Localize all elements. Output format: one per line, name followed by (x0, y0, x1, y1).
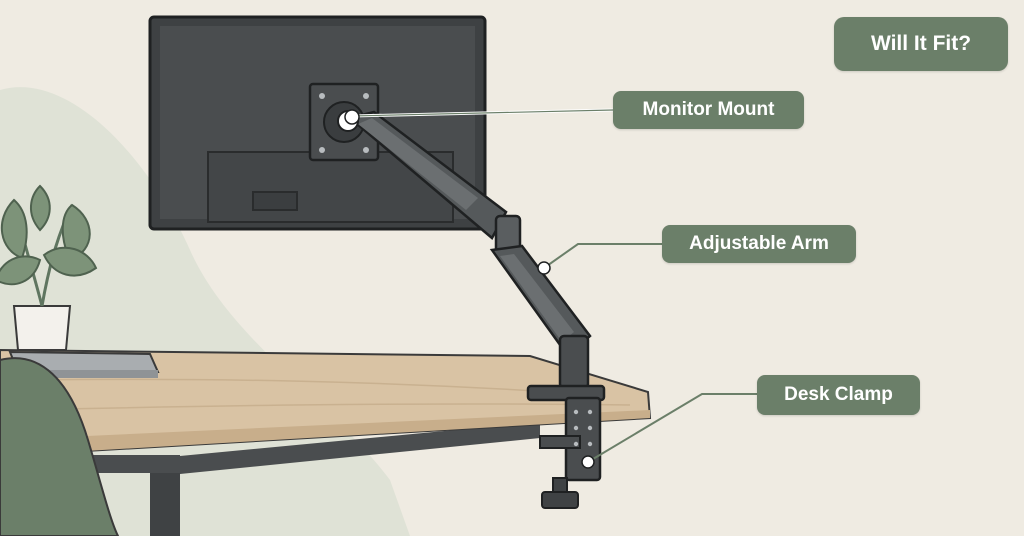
desk-clamp-label: Desk Clamp (757, 375, 920, 415)
monitor-mount-label: Monitor Mount (613, 91, 804, 129)
articulating-arm (337, 110, 592, 390)
desk-clamp (526, 384, 606, 509)
callout-leaders (344, 108, 757, 469)
office-chair (0, 357, 120, 536)
title-badge: Will It Fit? (834, 17, 1008, 71)
desk-top (0, 348, 652, 458)
adjustable-arm-label: Adjustable Arm (662, 225, 856, 263)
potted-plant (0, 184, 98, 351)
